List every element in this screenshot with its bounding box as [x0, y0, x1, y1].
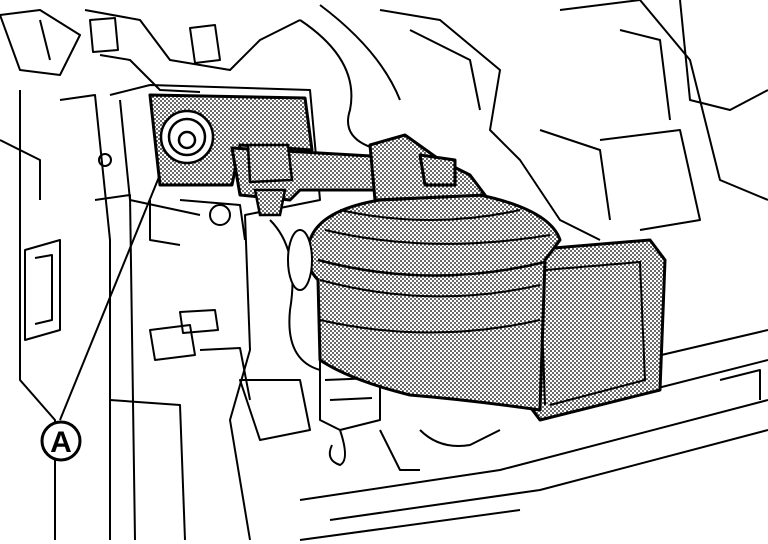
- callout-A: A: [40, 420, 82, 462]
- left-support-panel: [19, 90, 111, 540]
- air-duct: [379, 9, 601, 241]
- upper-hose: [84, 9, 301, 71]
- bracket-nut: [246, 143, 294, 217]
- callout-circle: [40, 420, 82, 462]
- horn: [287, 133, 667, 422]
- callout-label-A: A: [50, 426, 72, 459]
- callout-leader-A: [59, 149, 171, 421]
- lower-frame: [299, 399, 768, 501]
- horn-body: [304, 193, 562, 412]
- mounting-bolt: [159, 109, 215, 165]
